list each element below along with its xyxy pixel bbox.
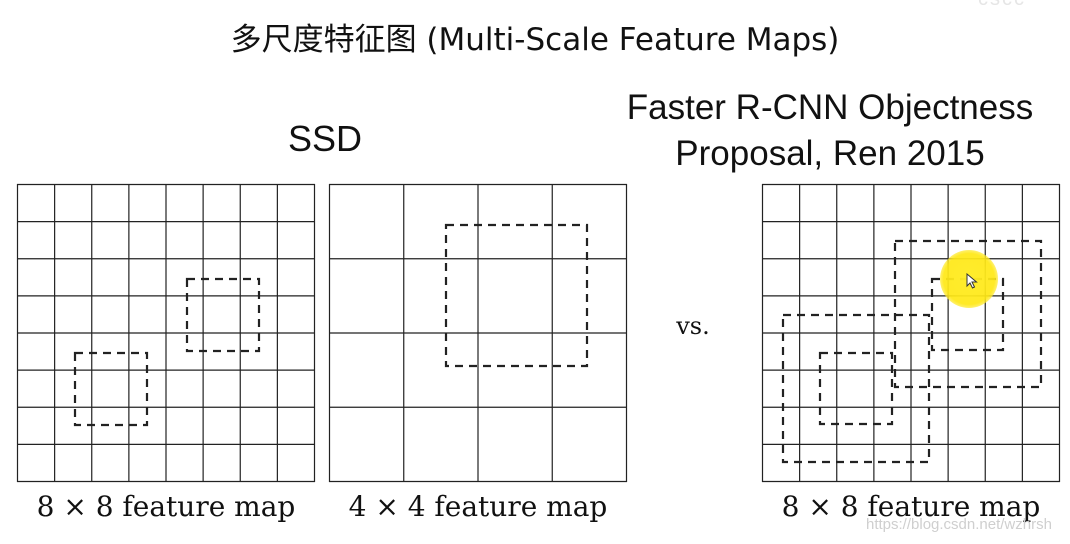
- anchor-box-2: [818, 351, 894, 426]
- frcnn-heading: Faster R-CNN Objectness Proposal, Ren 20…: [590, 85, 1070, 177]
- ssd-4x4-grid: [328, 183, 628, 483]
- grid-lines: [16, 183, 316, 483]
- anchor-box-3: [893, 239, 1043, 389]
- frcnn-heading-line2: Proposal, Ren 2015: [675, 134, 985, 173]
- grid-lines: [761, 183, 1061, 483]
- grid-lines: [328, 183, 628, 483]
- anchor-box-1: [781, 313, 931, 464]
- url-watermark: https://blog.csdn.net/wzhrsh: [866, 516, 1052, 533]
- ssd-8x8-grid: [16, 183, 316, 483]
- frcnn-heading-line1: Faster R-CNN Objectness: [626, 88, 1034, 127]
- caption-ssd-4x4: 4 × 4 feature map: [348, 490, 608, 523]
- mouse-pointer-icon: [966, 273, 978, 289]
- frcnn-8x8-grid: [761, 183, 1061, 483]
- default-box-small: [73, 351, 149, 427]
- caption-frcnn-8x8: 8 × 8 feature map: [781, 490, 1041, 523]
- slide-title: 多尺度特征图 (Multi-Scale Feature Maps): [230, 22, 840, 58]
- versus-label: vs.: [676, 312, 710, 340]
- default-box-large: [444, 223, 589, 368]
- corner-watermark: cscc: [978, 0, 1026, 11]
- default-box-small-2: [185, 277, 261, 353]
- ssd-heading: SSD: [287, 118, 363, 159]
- caption-ssd-8x8: 8 × 8 feature map: [36, 490, 296, 523]
